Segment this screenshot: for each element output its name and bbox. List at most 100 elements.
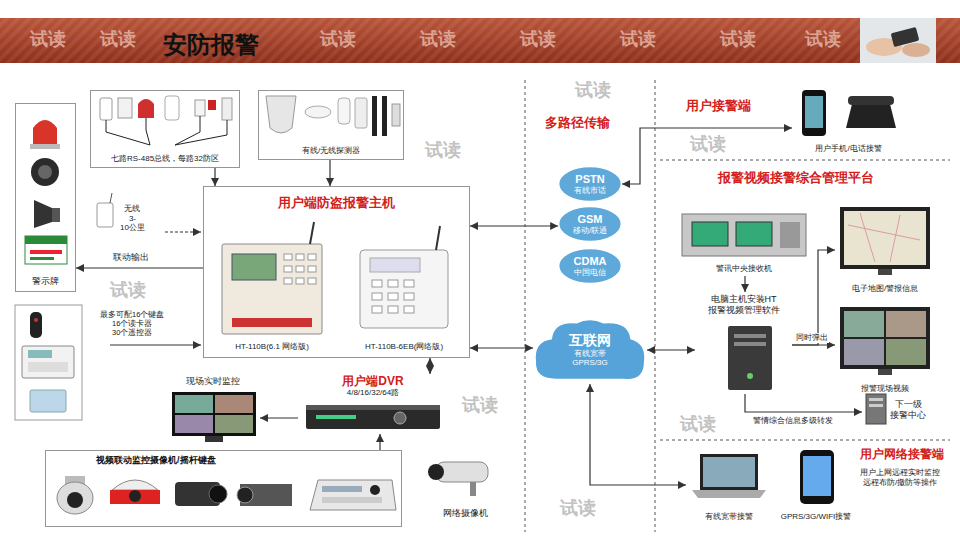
map-monitor: [840, 207, 930, 269]
receiver-device: 警讯中央接收机: [678, 210, 810, 276]
camera-icons: [237, 487, 253, 503]
alarm-host-device: [372, 306, 382, 313]
camera-icons: [129, 490, 141, 502]
sensor-icons: [100, 96, 232, 145]
alarm-host-device: [308, 278, 316, 284]
monitor-device: [205, 436, 223, 442]
receiver-device: [682, 214, 806, 256]
phone-icons: [846, 104, 896, 128]
alarm-host-device: [222, 244, 322, 334]
map-monitor: [878, 269, 892, 275]
detector-box: 有线/无线探测器: [258, 90, 404, 160]
sensor-icons: [100, 98, 112, 120]
watermark: 试读: [462, 395, 498, 417]
network-ellipse: CDMA中国电信: [558, 248, 622, 284]
page-title: 安防报警: [163, 31, 259, 60]
keypad-group: [30, 390, 66, 412]
alarm-host-device: [296, 254, 304, 260]
detector-icons: [338, 98, 350, 124]
dvr-device: [316, 415, 356, 419]
detector-icons: [382, 96, 387, 136]
map-monitor: [848, 213, 920, 262]
video-monitor: [844, 339, 884, 365]
node-label: 网络摄像机: [443, 508, 488, 519]
watermark: 试读: [520, 29, 556, 51]
keypad-group: [28, 362, 68, 372]
map-monitor: [844, 211, 926, 265]
alarm-host-device: [296, 266, 304, 272]
node-label: 电子地图/警报信息: [852, 284, 918, 294]
laptop-icon: [692, 454, 766, 498]
divider-line: [525, 80, 526, 532]
video-monitor: [886, 311, 926, 337]
connector: [647, 349, 695, 350]
node-label: 警讯中央接收机: [716, 264, 772, 274]
receiver-device: [692, 222, 728, 246]
header-photo: [902, 43, 930, 57]
sensor-icons: [138, 99, 154, 118]
sensor-icons: [106, 116, 227, 145]
monitor-device: [172, 392, 256, 442]
alarm-output-icons: [38, 165, 52, 179]
connector: [329, 160, 330, 186]
server-icon: [866, 394, 886, 424]
watermark: 试读: [720, 29, 756, 51]
laptop-icon: [703, 457, 755, 487]
connector: [470, 225, 558, 226]
network-ellipse: PSTN有线市话: [558, 166, 622, 202]
keypad-group: [28, 350, 52, 358]
sensor-icons: [195, 100, 205, 116]
camera-icons: [322, 486, 362, 492]
camera-icons: [310, 480, 396, 510]
alarm-output-icons: [30, 144, 60, 149]
laptop-icon: [700, 454, 758, 490]
detector-icons: [372, 96, 377, 136]
detector-icons: [266, 96, 400, 136]
receiver-device: [682, 214, 806, 256]
sensor-icons: [165, 96, 179, 120]
watermark: 试读: [690, 134, 726, 156]
alarm-output-icons: [30, 250, 62, 254]
phone-icons: [802, 90, 826, 136]
connector: [379, 434, 380, 450]
alarm-host-device: [370, 258, 420, 272]
detector-icons: [266, 96, 296, 133]
monitor-device: [215, 395, 253, 413]
video-monitor: [840, 307, 930, 375]
alarm-host-device: [388, 293, 398, 300]
node-label: 电脑主机安装HT 报警视频管理软件: [708, 294, 780, 316]
node-label: 用户端防盗报警主机: [278, 195, 395, 211]
ellipse-shape: [559, 167, 622, 202]
divider-line: [655, 80, 656, 532]
alarm-output-box: 警示牌: [15, 103, 76, 292]
phone-device: GPRS/3G/WIFI接警: [776, 446, 856, 526]
watermark: 试读: [560, 498, 596, 520]
node-label: 视频联动监控摄像机/摇杆键盘: [96, 455, 216, 466]
alarm-host-device: [404, 306, 414, 313]
dvr-device: [306, 405, 440, 410]
node-sublabel: 移动/联通: [573, 226, 607, 235]
computer-tower: [734, 342, 766, 346]
watermark: 试读: [100, 29, 136, 51]
video-monitor: [840, 307, 930, 369]
network-camera-icon: [428, 464, 444, 480]
laptop-device: 有线宽带接警: [686, 450, 772, 526]
map-monitor: [840, 207, 930, 275]
laptop-icon: [692, 490, 766, 498]
node-label: PSTN: [575, 173, 604, 186]
wireless-detector: [97, 203, 113, 227]
edge-label: 联动输出: [112, 252, 150, 263]
alarm-host-device: [310, 222, 314, 244]
watermark: 试读: [680, 414, 716, 436]
monitor-device: 电子地图/警报信息: [835, 203, 935, 296]
video-monitor: [844, 311, 884, 337]
detector-icons: [355, 98, 367, 128]
computer-tower: [728, 326, 772, 390]
alarm-host-device: [308, 254, 316, 260]
computer-tower: [734, 334, 766, 338]
smartphone-icon: [803, 456, 831, 496]
keypad-group: [30, 312, 42, 338]
alarm-host-device: [222, 222, 448, 334]
camera-icons: [110, 490, 160, 504]
edge-label: 警情综合信息多级转发: [752, 416, 834, 426]
